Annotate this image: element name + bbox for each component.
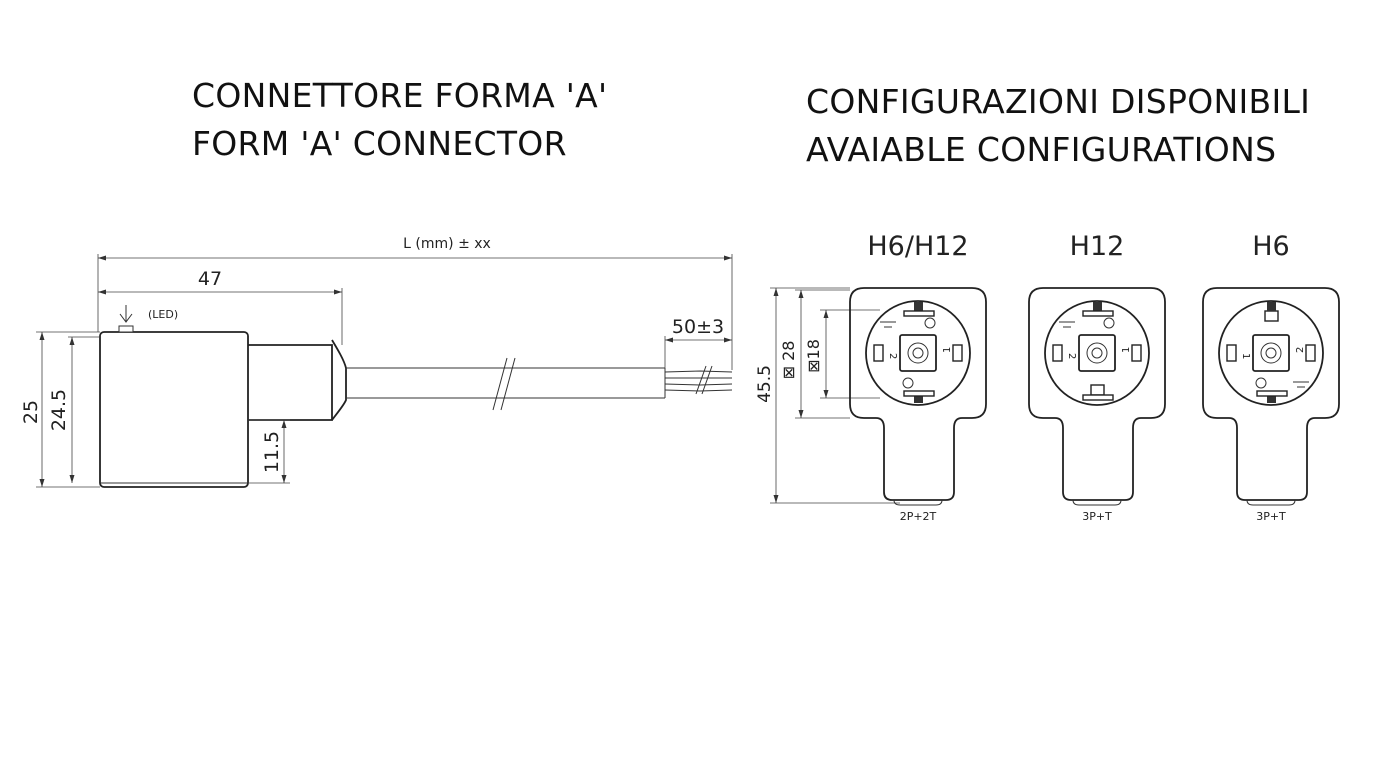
config-heading: H6/H12 — [867, 231, 968, 262]
side-view-connector: L (mm) ± xx 47 50±3 — [20, 236, 733, 488]
config-heading: H6 — [1252, 231, 1289, 262]
title-right-italian: CONFIGURAZIONI DISPONIBILI — [806, 82, 1311, 121]
config-heading: H12 — [1070, 231, 1125, 262]
configuration-h6: H6 1 2 3P+T — [1202, 231, 1340, 523]
dim-28: ⊠ 28 — [779, 341, 798, 380]
dim-18: ⊠18 — [804, 339, 823, 373]
svg-text:2: 2 — [1066, 353, 1077, 359]
title-right: CONFIGURAZIONI DISPONIBILI AVAIABLE CONF… — [806, 78, 1310, 174]
config-caption: 3P+T — [1256, 510, 1286, 523]
svg-text:1: 1 — [1121, 347, 1132, 353]
wire-ends — [664, 365, 733, 395]
dim-11-5: 11.5 — [261, 431, 283, 473]
configuration-h6-h12: H6/H12 2 1 2P+2T — [849, 231, 987, 523]
svg-text:2: 2 — [1295, 347, 1306, 353]
title-left-english: FORM 'A' CONNECTOR — [192, 124, 567, 163]
dim-50: 50±3 — [672, 316, 724, 338]
led-indicator: (LED) — [118, 305, 178, 333]
dim-47: 47 — [198, 268, 222, 290]
dim-24-5: 24.5 — [48, 389, 70, 431]
dim-45-5: 45.5 — [755, 365, 775, 403]
config-caption: 2P+2T — [900, 510, 937, 523]
svg-text:1: 1 — [1240, 353, 1251, 359]
dim-25: 25 — [20, 400, 42, 424]
config-caption: 3P+T — [1082, 510, 1112, 523]
title-left: CONNETTORE FORMA 'A' FORM 'A' CONNECTOR — [192, 72, 607, 168]
front-view-dimensions: 45.5 ⊠ 28 ⊠18 — [755, 287, 900, 504]
configuration-h12: H12 2 1 3P+T — [1028, 231, 1166, 523]
title-left-italian: CONNETTORE FORMA 'A' — [192, 76, 608, 115]
title-right-english: AVAIABLE CONFIGURATIONS — [806, 130, 1277, 169]
svg-text:1: 1 — [942, 347, 953, 353]
length-label: L (mm) ± xx — [403, 236, 491, 252]
led-label: (LED) — [148, 308, 178, 321]
svg-text:2: 2 — [887, 353, 898, 359]
